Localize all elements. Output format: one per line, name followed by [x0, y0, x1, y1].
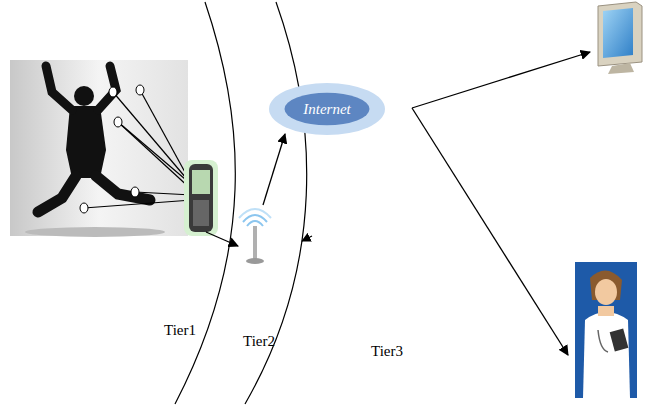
tier-label: Tier3	[371, 343, 403, 360]
boundary-arrow	[302, 236, 312, 241]
tier-label: Tier1	[164, 322, 196, 339]
phone-icon	[184, 160, 218, 236]
node-label: Internet	[303, 101, 350, 118]
network-cloud: Internet	[268, 82, 386, 136]
tier-label: Tier2	[243, 333, 275, 350]
body-sensor-photo	[10, 60, 192, 237]
tier-boundary	[175, 2, 235, 404]
data-flow-arrows	[206, 52, 590, 355]
computer-icon	[598, 2, 642, 74]
doctor-icon	[575, 262, 637, 398]
access-point-icon	[239, 209, 271, 264]
